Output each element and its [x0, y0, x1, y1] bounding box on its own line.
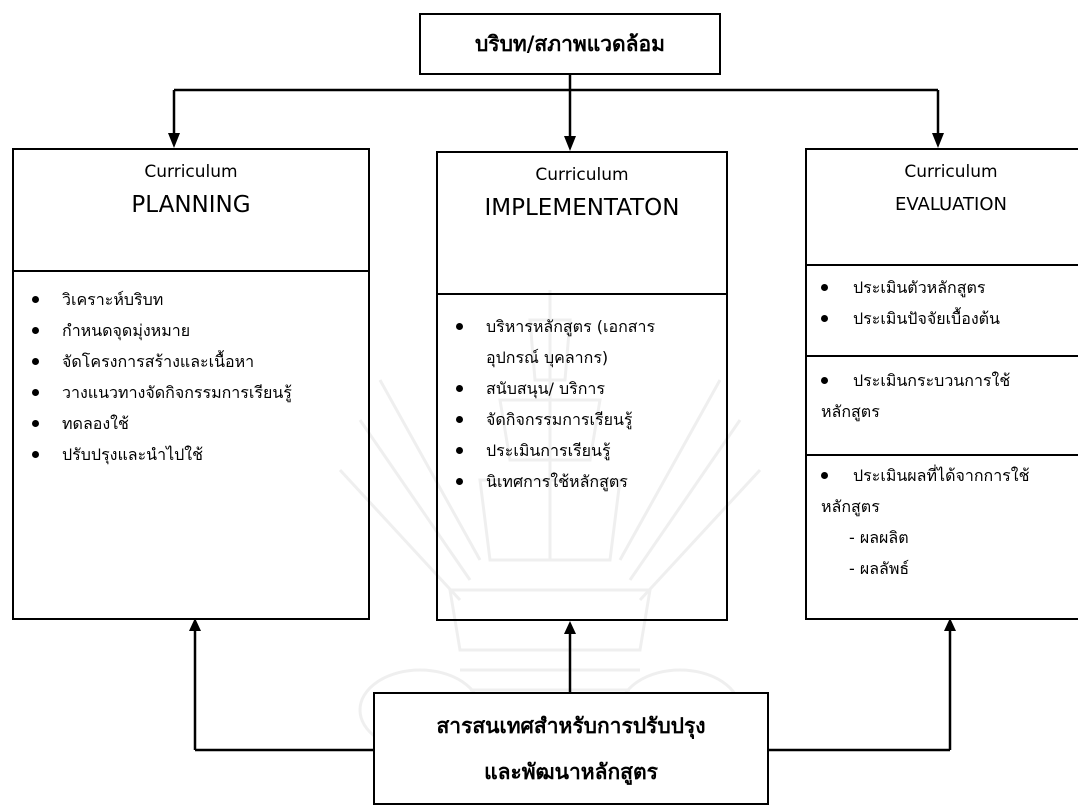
list-item: ประเมินตัวหลักสูตร: [807, 272, 1078, 303]
sub-item: - ผลผลิต: [849, 528, 909, 547]
feedback-box: สารสนเทศสำหรับการปรับปรุง และพัฒนาหลักสู…: [373, 692, 769, 805]
list-item: นิเทศการใช้หลักสูตร: [438, 466, 726, 497]
context-label: บริบท/สภาพแวดล้อม: [474, 31, 666, 56]
arrow-down-evaluation: [932, 133, 944, 148]
planning-list: วิเคราะห์บริบท กำหนดจุดมุ่งหมาย จัดโครงก…: [14, 284, 368, 470]
list-item: ทดลองใช้: [14, 408, 368, 439]
list-item: กำหนดจุดมุ่งหมาย: [14, 315, 368, 346]
planning-header: Curriculum PLANNING: [14, 150, 368, 272]
list-item: จัดโครงการสร้างและเนื้อหา: [14, 346, 368, 377]
arrow-up-evaluation: [944, 618, 956, 631]
list-item: ประเมินการเรียนรู้: [438, 435, 726, 466]
implementation-title: IMPLEMENTATON: [484, 195, 680, 221]
planning-subtitle: Curriculum: [144, 162, 238, 182]
feedback-line-2: และพัฒนาหลักสูตร: [484, 759, 658, 784]
planning-box: Curriculum PLANNING วิเคราะห์บริบท กำหนด…: [12, 148, 370, 620]
planning-title: PLANNING: [131, 192, 251, 218]
list-item: ประเมินปัจจัยเบื้องต้น: [807, 303, 1078, 334]
list-item-continuation: หลักสูตร: [821, 402, 880, 421]
arrow-down-implementation: [564, 136, 576, 151]
arrow-up-implementation: [564, 621, 576, 634]
implementation-box: Curriculum IMPLEMENTATON บริหารหลักสูตร …: [436, 151, 728, 621]
evaluation-section-input: ประเมินตัวหลักสูตร ประเมินปัจจัยเบื้องต้…: [807, 272, 1078, 334]
list-item: สนับสนุน/ บริการ: [438, 373, 726, 404]
evaluation-subtitle: Curriculum: [904, 162, 998, 182]
list-item: บริหารหลักสูตร (เอกสาร อุปกรณ์ บุคลากร): [438, 311, 726, 373]
evaluation-section-process: ประเมินกระบวนการใช้ หลักสูตร: [807, 355, 1078, 427]
list-item: จัดกิจกรรมการเรียนรู้: [438, 404, 726, 435]
list-item: ประเมินกระบวนการใช้: [807, 365, 1078, 396]
implementation-header: Curriculum IMPLEMENTATON: [438, 153, 726, 295]
list-item-continuation: หลักสูตร: [821, 497, 880, 516]
evaluation-title: EVALUATION: [894, 194, 1007, 215]
evaluation-section-output: ประเมินผลที่ได้จากการใช้ หลักสูตร - ผลผล…: [807, 454, 1078, 584]
implementation-list: บริหารหลักสูตร (เอกสาร อุปกรณ์ บุคลากร) …: [438, 311, 726, 497]
context-box: บริบท/สภาพแวดล้อม: [419, 13, 721, 75]
list-item: ประเมินผลที่ได้จากการใช้: [807, 460, 1078, 491]
feedback-line-1: สารสนเทศสำหรับการปรับปรุง: [436, 713, 706, 738]
sub-item: - ผลลัพธ์: [849, 559, 910, 578]
arrow-down-planning: [168, 133, 180, 148]
arrow-up-planning: [189, 618, 201, 631]
evaluation-header: Curriculum EVALUATION: [807, 150, 1078, 266]
list-item: ปรับปรุงและนำไปใช้: [14, 439, 368, 470]
list-item: วางแนวทางจัดกิจกรรมการเรียนรู้: [14, 377, 368, 408]
implementation-subtitle: Curriculum: [535, 165, 629, 185]
evaluation-box: Curriculum EVALUATION ประเมินตัวหลักสูตร…: [805, 148, 1078, 620]
list-item: วิเคราะห์บริบท: [14, 284, 368, 315]
